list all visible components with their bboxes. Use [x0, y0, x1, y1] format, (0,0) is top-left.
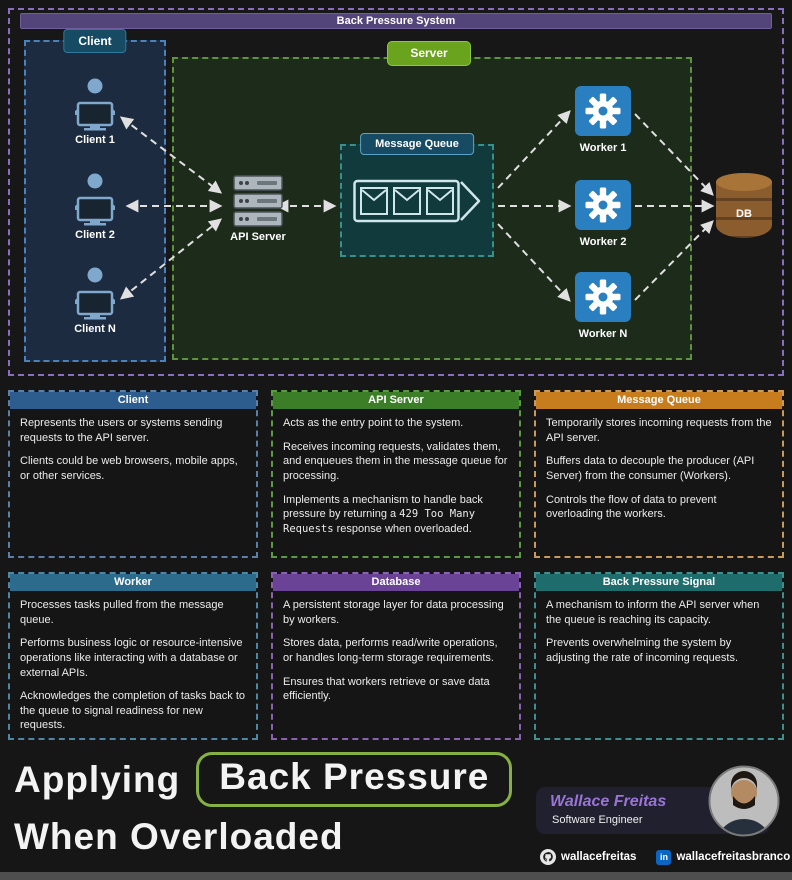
bottom-strip: [0, 872, 792, 880]
card-paragraph: Controls the flow of data to prevent ove…: [546, 493, 717, 521]
card-paragraph: Receives incoming requests, validates th…: [283, 440, 508, 482]
linkedin-icon: in: [656, 849, 672, 865]
card-body: Represents the users or systems sending …: [10, 409, 256, 500]
card-paragraph: Implements a mechanism to handle back pr…: [283, 493, 483, 536]
worker-node-2: Worker 2: [558, 180, 648, 248]
card-paragraph: Acknowledges the completion of tasks bac…: [20, 690, 246, 732]
gear-icon: [585, 93, 621, 129]
worker-square: [575, 180, 631, 230]
server-group-label: Server: [387, 41, 471, 66]
card-body: A persistent storage layer for data proc…: [273, 591, 519, 720]
github-icon: [540, 849, 556, 865]
server-rack-icon: [233, 175, 283, 227]
footer-title-line2: When Overloaded: [14, 816, 344, 857]
card-paragraph: A mechanism to inform the API server whe…: [546, 599, 760, 626]
card-paragraph: Represents the users or systems sending …: [20, 417, 223, 444]
card-paragraph: Ensures that workers retrieve or save da…: [283, 675, 490, 703]
github-link[interactable]: wallacefreitas: [540, 849, 636, 865]
card-paragraph: Processes tasks pulled from the message …: [20, 599, 224, 626]
worker-node-1: Worker 1: [558, 86, 648, 154]
gear-icon: [585, 187, 621, 223]
card-body: Acts as the entry point to the system. Re…: [273, 409, 519, 553]
database-cylinder-icon: DB: [716, 173, 772, 238]
client-node-label: Client 2: [75, 228, 115, 241]
info-card: Database A persistent storage layer for d…: [271, 572, 521, 740]
card-paragraph: Prevents overwhelming the system by adju…: [546, 637, 739, 664]
code-inline: 429 Too Many Requests: [283, 508, 476, 536]
linkedin-handle: wallacefreitasbranco: [676, 851, 791, 863]
database-node: DB: [716, 173, 774, 238]
card-body: A mechanism to inform the API server whe…: [536, 591, 782, 682]
social-row: wallacefreitas in wallacefreitasbranco: [540, 849, 790, 865]
worker-label: Worker 2: [579, 236, 627, 248]
worker-square: [575, 86, 631, 136]
client-node: Client 1: [70, 77, 120, 146]
user-monitor-icon: [70, 266, 120, 320]
card-paragraph: Clients could be web browsers, mobile ap…: [20, 455, 238, 482]
client-node-label: Client 1: [75, 134, 115, 147]
card-title: Back Pressure Signal: [536, 574, 782, 591]
client-node-label: Client N: [74, 322, 116, 335]
client-node: Client 2: [70, 172, 120, 241]
card-title: Client: [10, 392, 256, 409]
card-paragraph: Performs business logic or resource-inte…: [20, 637, 243, 679]
avatar: [708, 765, 780, 837]
worker-label: Worker N: [578, 328, 628, 340]
footer-title-highlight: Back Pressure: [196, 752, 513, 807]
user-monitor-icon: [70, 77, 120, 131]
client-list: Client 1 Client 2 Client N: [26, 42, 164, 360]
author-role: Software Engineer: [552, 814, 643, 826]
card-paragraph: Buffers data to decouple the producer (A…: [546, 455, 755, 482]
message-queue-node: Message Queue: [340, 133, 494, 257]
system-diagram: Back Pressure System Server Client Clien…: [8, 8, 784, 376]
worker-node-n: Worker N: [558, 272, 648, 340]
card-title: Message Queue: [536, 392, 782, 409]
worker-square: [575, 272, 631, 322]
card-title: API Server: [273, 392, 519, 409]
card-paragraph: Stores data, performs read/write operati…: [283, 637, 498, 664]
card-title: Database: [273, 574, 519, 591]
footer-title: Applying Back Pressure When Overloaded: [14, 752, 513, 858]
api-server-label: API Server: [230, 231, 286, 243]
card-paragraph: Acts as the entry point to the system.: [283, 417, 464, 429]
client-node: Client N: [70, 266, 120, 335]
gear-icon: [585, 279, 621, 315]
author-name: Wallace Freitas: [550, 793, 667, 810]
footer-title-word: Applying: [14, 758, 181, 800]
client-group-box: Client Client 1 Client 2 Client N: [24, 29, 166, 362]
queue-pipe-icon: [353, 177, 481, 225]
user-monitor-icon: [70, 172, 120, 226]
worker-label: Worker 1: [579, 142, 627, 154]
card-body: Temporarily stores incoming requests fro…: [536, 409, 782, 538]
linkedin-link[interactable]: in wallacefreitasbranco: [656, 849, 791, 865]
footer-title-line1: Applying Back Pressure: [14, 752, 513, 807]
diagram-title: Back Pressure System: [20, 13, 772, 29]
card-paragraph: Temporarily stores incoming requests fro…: [546, 417, 772, 444]
api-server-node: API Server: [216, 175, 300, 243]
card-body: Processes tasks pulled from the message …: [10, 591, 256, 738]
client-group-label: Client: [63, 29, 127, 53]
info-card: Back Pressure Signal A mechanism to infor…: [534, 572, 784, 740]
github-handle: wallacefreitas: [561, 851, 637, 863]
card-paragraph: A persistent storage layer for data proc…: [283, 599, 504, 626]
card-title: Worker: [10, 574, 256, 591]
database-label: DB: [736, 208, 752, 220]
message-queue-label: Message Queue: [360, 133, 474, 155]
